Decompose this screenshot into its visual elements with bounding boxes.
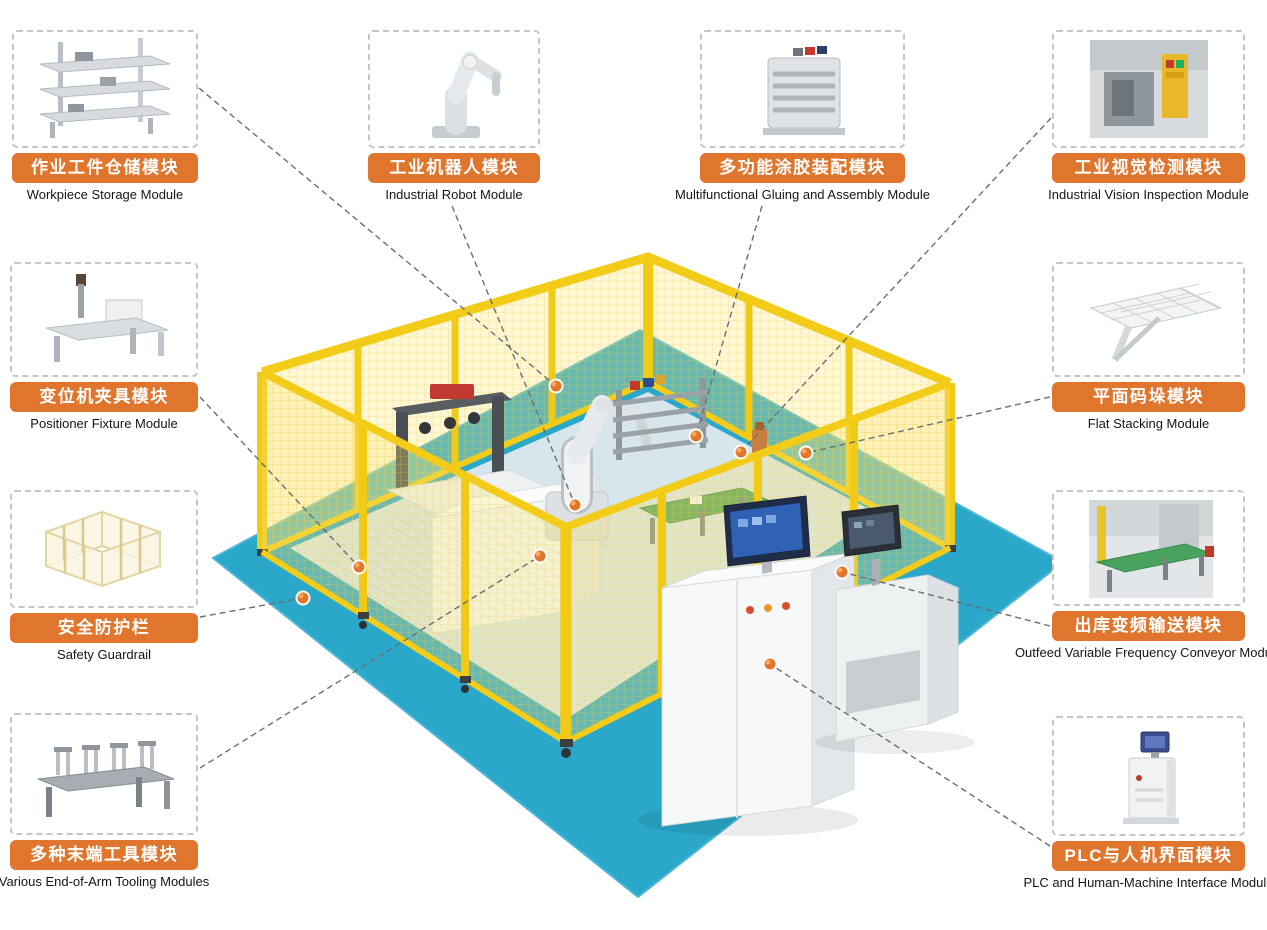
hmi-touchscreen xyxy=(723,495,811,574)
positioner-fixture-label-en: Positioner Fixture Module xyxy=(30,416,178,431)
vision-inspection-label-en: Industrial Vision Inspection Module xyxy=(1048,187,1249,202)
callout-plc-hmi: PLC与人机界面模块 PLC and Human-Machine Interfa… xyxy=(1023,716,1267,890)
end-of-arm-tooling-image xyxy=(10,713,198,835)
callout-end-of-arm-tooling: 多种末端工具模块 Various End-of-Arm Tooling Modu… xyxy=(0,713,209,889)
industrial-robot-label-en: Industrial Robot Module xyxy=(385,187,523,202)
industrial-robot-label-zh: 工业机器人模块 xyxy=(368,153,540,183)
flat-stacking-image xyxy=(1052,262,1245,377)
callout-positioner-fixture: 变位机夹具模块 Positioner Fixture Module xyxy=(10,262,198,431)
workpiece-storage-image xyxy=(12,30,198,148)
plc-hmi-image xyxy=(1052,716,1245,836)
safety-guardrail-label-en: Safety Guardrail xyxy=(57,647,151,662)
callout-gluing-assembly: 多功能涂胶装配模块 Multifunctional Gluing and Ass… xyxy=(675,30,930,202)
flat-stacking-label-zh: 平面码垛模块 xyxy=(1052,382,1245,412)
flat-stacking-label-en: Flat Stacking Module xyxy=(1087,416,1210,431)
industrial-robot-image xyxy=(368,30,540,148)
positioner-fixture-label-zh: 变位机夹具模块 xyxy=(10,382,198,412)
workpiece-storage-label-en: Workpiece Storage Module xyxy=(26,187,184,202)
end-of-arm-tooling-label-en: Various End-of-Arm Tooling Modules xyxy=(0,874,210,889)
safety-guardrail-image xyxy=(10,490,198,608)
outfeed-conveyor-label-zh: 出库变频输送模块 xyxy=(1052,611,1245,641)
callout-vision-inspection: 工业视觉检测模块 Industrial Vision Inspection Mo… xyxy=(1048,30,1249,202)
outfeed-conveyor-image xyxy=(1052,490,1245,606)
plc-hmi-label-zh: PLC与人机界面模块 xyxy=(1052,841,1245,871)
plc-hmi-label-en: PLC and Human-Machine Interface Module xyxy=(1023,875,1267,890)
callout-safety-guardrail: 安全防护栏 Safety Guardrail xyxy=(10,490,198,662)
positioner-fixture-image xyxy=(10,262,198,377)
callout-industrial-robot: 工业机器人模块 Industrial Robot Module xyxy=(368,30,540,202)
vision-inspection-label-zh: 工业视觉检测模块 xyxy=(1052,153,1245,183)
connector-dots xyxy=(295,378,850,672)
outfeed-conveyor-label-en: Outfeed Variable Frequency Conveyor Modu… xyxy=(1014,645,1267,660)
gluing-assembly-image xyxy=(700,30,905,148)
vision-inspection-image xyxy=(1052,30,1245,148)
workpiece-storage-label-zh: 作业工件仓储模块 xyxy=(12,153,198,183)
end-of-arm-tooling-label-zh: 多种末端工具模块 xyxy=(10,840,198,870)
safety-guardrail-label-zh: 安全防护栏 xyxy=(10,613,198,643)
callout-workpiece-storage: 作业工件仓储模块 Workpiece Storage Module xyxy=(12,30,198,202)
callout-outfeed-conveyor: 出库变频输送模块 Outfeed Variable Frequency Conv… xyxy=(1015,490,1267,660)
gluing-assembly-label-en: Multifunctional Gluing and Assembly Modu… xyxy=(674,187,931,202)
callout-flat-stacking: 平面码垛模块 Flat Stacking Module xyxy=(1052,262,1245,431)
machine-monitor xyxy=(841,504,902,586)
outfeed-machine xyxy=(815,504,975,754)
gluing-assembly-label-zh: 多功能涂胶装配模块 xyxy=(700,153,905,183)
